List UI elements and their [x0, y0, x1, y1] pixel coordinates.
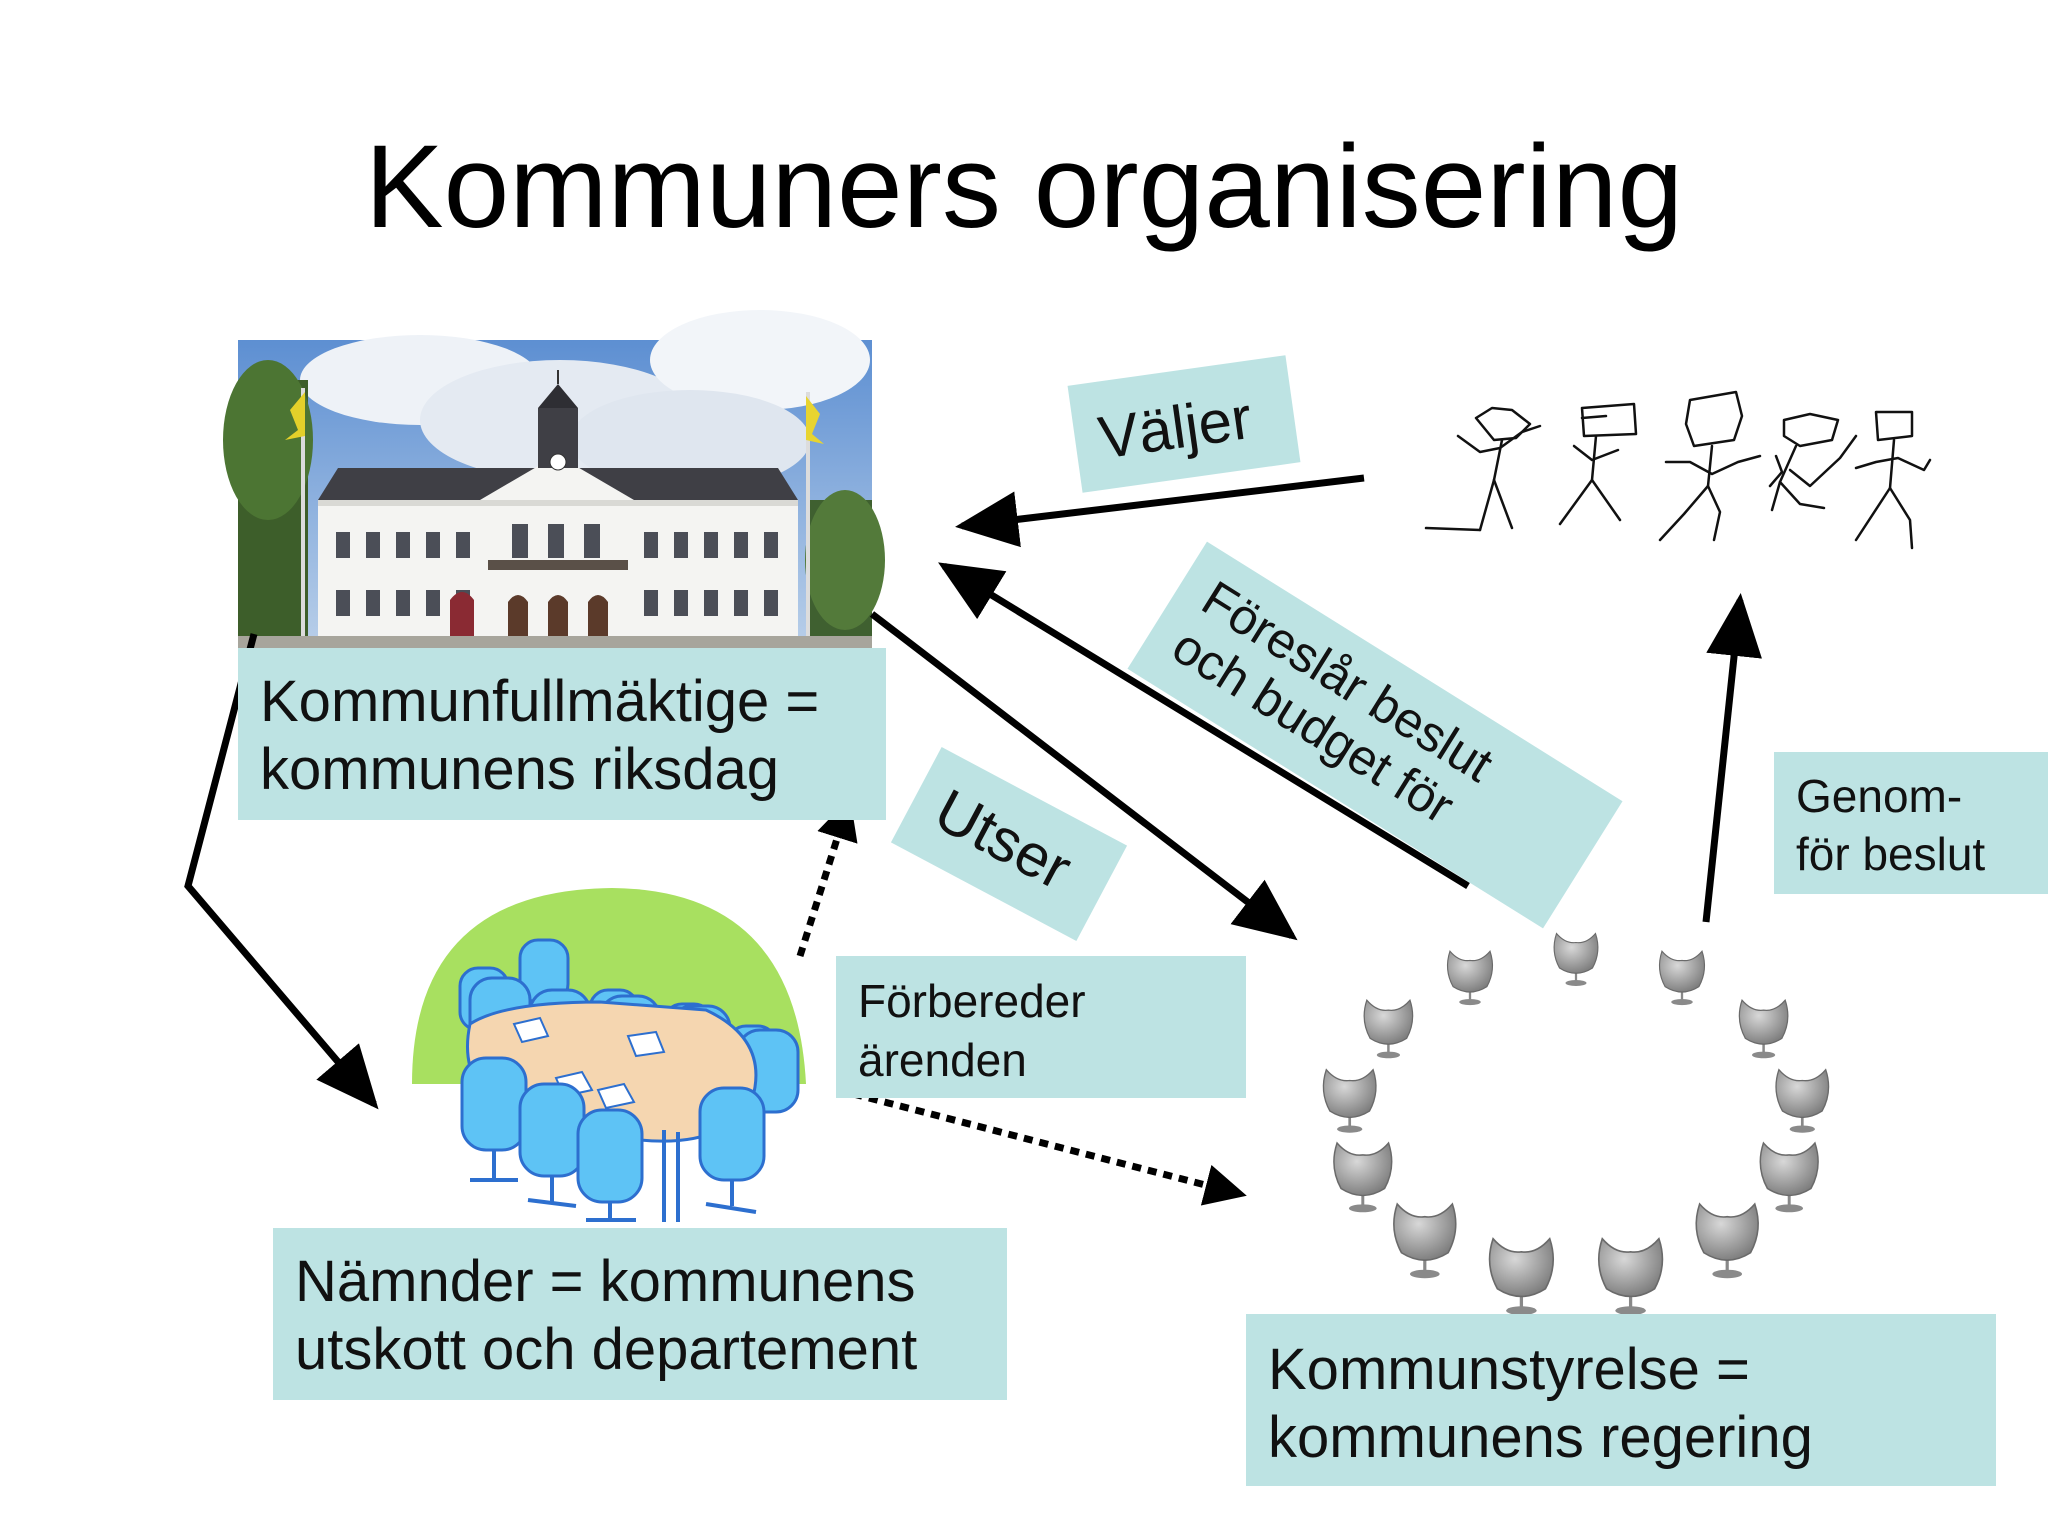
edge-label-forbereder-line1: Förbereder — [858, 975, 1086, 1027]
arrow-genomfor — [1702, 593, 1762, 923]
egg-chair — [1393, 1202, 1457, 1279]
egg-chair — [1759, 1141, 1819, 1213]
town-hall-photo — [223, 310, 885, 648]
egg-chair — [1488, 1237, 1555, 1315]
arrow-utser — [869, 611, 1298, 941]
egg-chair — [1333, 1141, 1393, 1213]
egg-chair — [1553, 932, 1599, 986]
node-kommunfullmaktige-line1: Kommunfullmäktige = — [260, 669, 820, 734]
egg-chair — [1363, 998, 1414, 1059]
egg-chair — [1322, 1068, 1377, 1133]
egg-chair — [1658, 950, 1706, 1006]
edge-label-genomfor-line1: Genom- — [1796, 770, 1963, 822]
egg-chair — [1446, 950, 1494, 1006]
egg-chair — [1775, 1068, 1830, 1133]
node-namnder-line2: utskott och departement — [295, 1317, 918, 1383]
node-kommunstyrelse-line2: kommunens regering — [1268, 1405, 1813, 1471]
egg-chair — [1738, 998, 1789, 1059]
arrow-forbereder-right — [837, 1086, 1247, 1206]
node-namnder: Nämnder = kommunens utskott och departem… — [273, 1228, 1007, 1400]
arrow-forbereder-up — [796, 797, 858, 958]
arrow-valjer — [955, 474, 1365, 548]
node-kommunfullmaktige-line2: kommunens riksdag — [260, 737, 779, 803]
edge-label-forbereder: Förbereder ärenden — [836, 956, 1246, 1098]
edge-label-valjer-text: Väljer — [1094, 383, 1256, 472]
node-kommunstyrelse-line1: Kommunstyrelse = — [1268, 1337, 1750, 1402]
arrow-foreslar — [938, 562, 1470, 889]
meeting-table-clipart — [412, 888, 806, 1222]
edge-label-genomfor-line2: för beslut — [1796, 827, 1986, 880]
node-kommunfullmaktige: Kommunfullmäktige = kommunens riksdag — [238, 648, 886, 820]
edge-label-forbereder-line2: ärenden — [858, 1033, 1027, 1086]
node-namnder-line1: Nämnder = kommunens — [295, 1249, 916, 1314]
arrow-fullmaktige-to-namnder — [184, 633, 379, 1110]
egg-chair — [1597, 1237, 1664, 1315]
stick-figures-drawing — [1424, 390, 1932, 550]
page-title: Kommuners organisering — [364, 121, 1684, 253]
edge-label-genomfor: Genom- för beslut — [1774, 752, 2048, 894]
egg-chair — [1695, 1202, 1759, 1279]
egg-chairs-circle — [1322, 932, 1830, 1315]
node-kommunstyrelse: Kommunstyrelse = kommunens regering — [1246, 1314, 1996, 1486]
